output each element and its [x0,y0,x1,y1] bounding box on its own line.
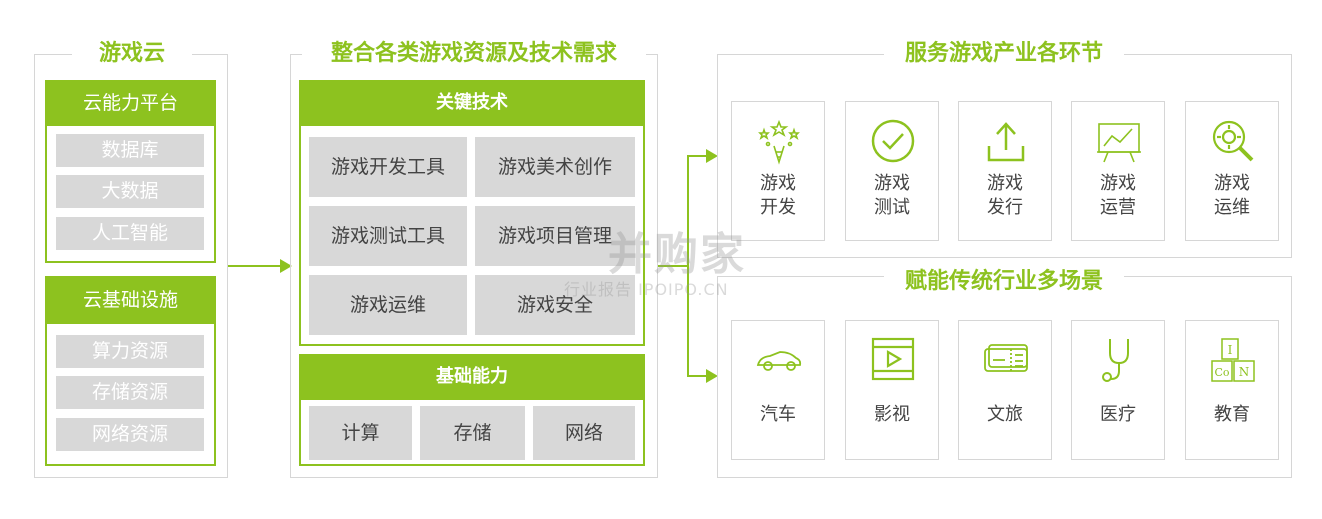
tech-item-project-mgmt: 游戏项目管理 [475,206,635,266]
tech-item-test-tools: 游戏测试工具 [309,206,467,266]
base-item-network: 网络 [533,406,635,460]
service-card-dev: 游戏 开发 [731,101,825,241]
infra-item-compute: 算力资源 [56,335,204,368]
tech-item-ops: 游戏运维 [309,275,467,335]
scenes-title: 赋能传统行业多场景 [884,268,1124,296]
arrow-right-icon [706,369,718,383]
cloud-infra-title: 云基础设施 [45,276,216,324]
svg-text:N: N [1239,365,1250,379]
stethoscope-icon [1102,339,1129,382]
platform-item-database: 数据库 [56,134,204,167]
service-card-maint: 游戏 运维 [1185,101,1279,241]
svg-text:Co: Co [1214,366,1229,379]
service-card-publish: 游戏 发行 [958,101,1052,241]
ticket-icon [984,344,1028,372]
service-card-operate: 游戏 运营 [1071,101,1165,241]
scene-label: 医疗 [1100,404,1136,425]
scene-card-film: 影视 [845,320,939,460]
scene-label: 影视 [874,404,910,425]
service-card-test: 游戏 测试 [845,101,939,241]
scene-card-travel: 文旅 [958,320,1052,460]
scene-card-auto: 汽车 [731,320,825,460]
element-blocks-icon: I Co N [1211,338,1255,382]
platform-item-ai: 人工智能 [56,217,204,250]
connector-line [687,155,709,157]
connector-line [687,155,689,377]
tech-item-art: 游戏美术创作 [475,137,635,197]
resources-title: 整合各类游戏资源及技术需求 [302,40,646,68]
connector-line [228,265,283,267]
key-tech-title: 关键技术 [299,80,645,126]
scene-label: 文旅 [987,404,1023,425]
service-label: 游戏 开发 [760,173,796,218]
service-label: 游戏 测试 [874,173,910,218]
platform-item-bigdata: 大数据 [56,175,204,208]
connector-line [687,375,709,377]
infra-item-network: 网络资源 [56,418,204,451]
cloud-title: 游戏云 [72,40,192,68]
upload-icon [987,122,1025,162]
connector-line [658,265,688,267]
base-item-storage: 存储 [420,406,525,460]
tech-item-dev-tools: 游戏开发工具 [309,137,467,197]
scene-card-education: I Co N 教育 [1185,320,1279,460]
gear-search-icon [1212,120,1254,162]
service-label: 游戏 发行 [987,173,1023,218]
infra-item-storage: 存储资源 [56,376,204,409]
cloud-platform-title: 云能力平台 [45,80,216,126]
svg-text:I: I [1228,343,1233,357]
base-title: 基础能力 [299,354,645,400]
chart-board-icon [1097,123,1141,163]
sparkle-bulb-icon [758,119,800,165]
service-label: 游戏 运维 [1214,173,1250,218]
scene-card-medical: 医疗 [1071,320,1165,460]
video-play-icon [871,337,915,381]
tech-item-security: 游戏安全 [475,275,635,335]
services-title: 服务游戏产业各环节 [884,40,1124,68]
base-item-compute: 计算 [309,406,412,460]
service-label: 游戏 运营 [1100,173,1136,218]
scene-label: 教育 [1214,404,1250,425]
car-icon [756,351,802,371]
arrow-right-icon [280,259,292,273]
arrow-right-icon [706,149,718,163]
scene-label: 汽车 [760,404,796,425]
check-circle-icon [871,119,915,163]
